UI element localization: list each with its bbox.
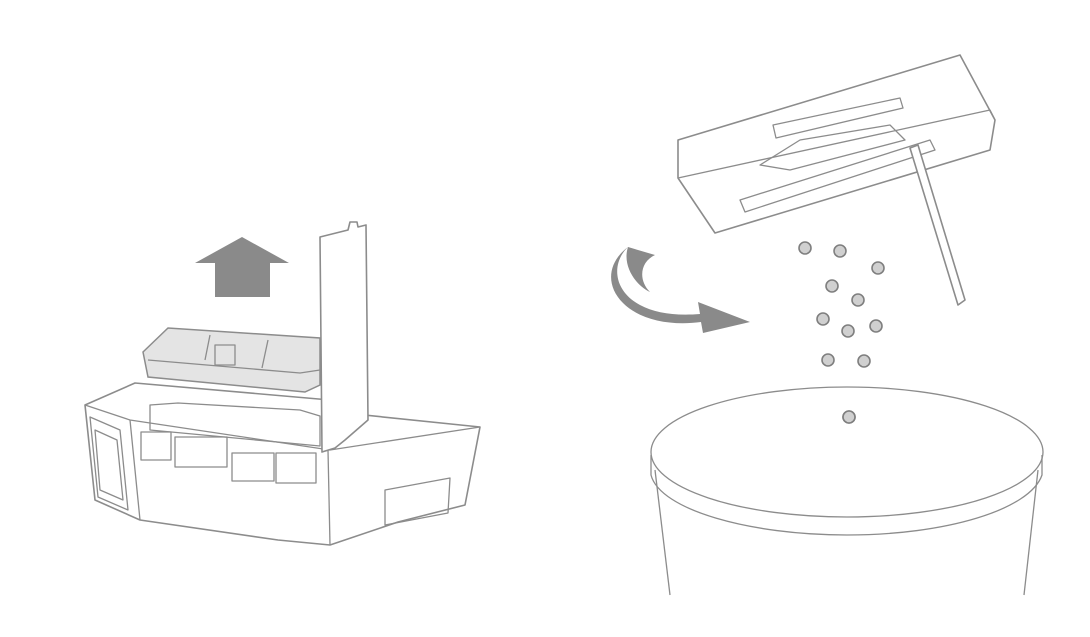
- up-arrow-icon: [195, 237, 289, 297]
- rotate-arrow-tail: [626, 247, 655, 292]
- open-lid: [319, 221, 369, 453]
- dust-filter-tray: [142, 327, 321, 393]
- tilted-dust-box: [677, 54, 996, 306]
- step-empty-bin: [611, 54, 1044, 596]
- dust-station-base: [84, 382, 481, 546]
- rotate-arrow-icon: [611, 247, 750, 333]
- trash-bin: [650, 386, 1044, 596]
- step-lift-filter: [84, 221, 481, 546]
- dust-particles: [798, 241, 885, 424]
